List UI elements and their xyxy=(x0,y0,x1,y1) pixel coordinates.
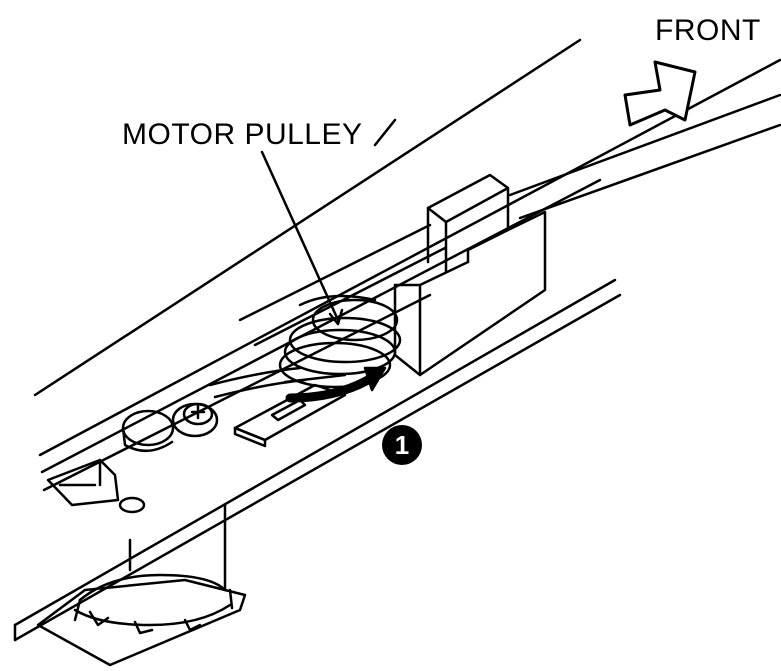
rotation-arrow xyxy=(285,366,387,403)
base-plate xyxy=(13,278,622,642)
switch-pad xyxy=(233,383,347,448)
motor-pulley-label: MOTOR PULLEY xyxy=(122,118,363,151)
callout-marker: 1 xyxy=(382,425,422,465)
label-tail xyxy=(373,118,397,147)
drive-belt xyxy=(208,366,347,399)
left-clip xyxy=(46,458,120,507)
motor-body xyxy=(73,503,234,635)
motor-pulley-leader xyxy=(260,150,340,322)
motor-flange xyxy=(36,578,247,667)
callout-number: 1 xyxy=(395,430,409,460)
circular-boss xyxy=(121,409,175,452)
motor-pulley-leader-tip xyxy=(328,308,344,326)
upper-frame-lines xyxy=(33,38,781,492)
front-label: FRONT xyxy=(655,14,761,47)
oval-hole xyxy=(118,496,146,514)
motor-pulley xyxy=(278,294,402,389)
front-direction-arrow xyxy=(623,60,697,127)
screw-head xyxy=(171,402,219,438)
